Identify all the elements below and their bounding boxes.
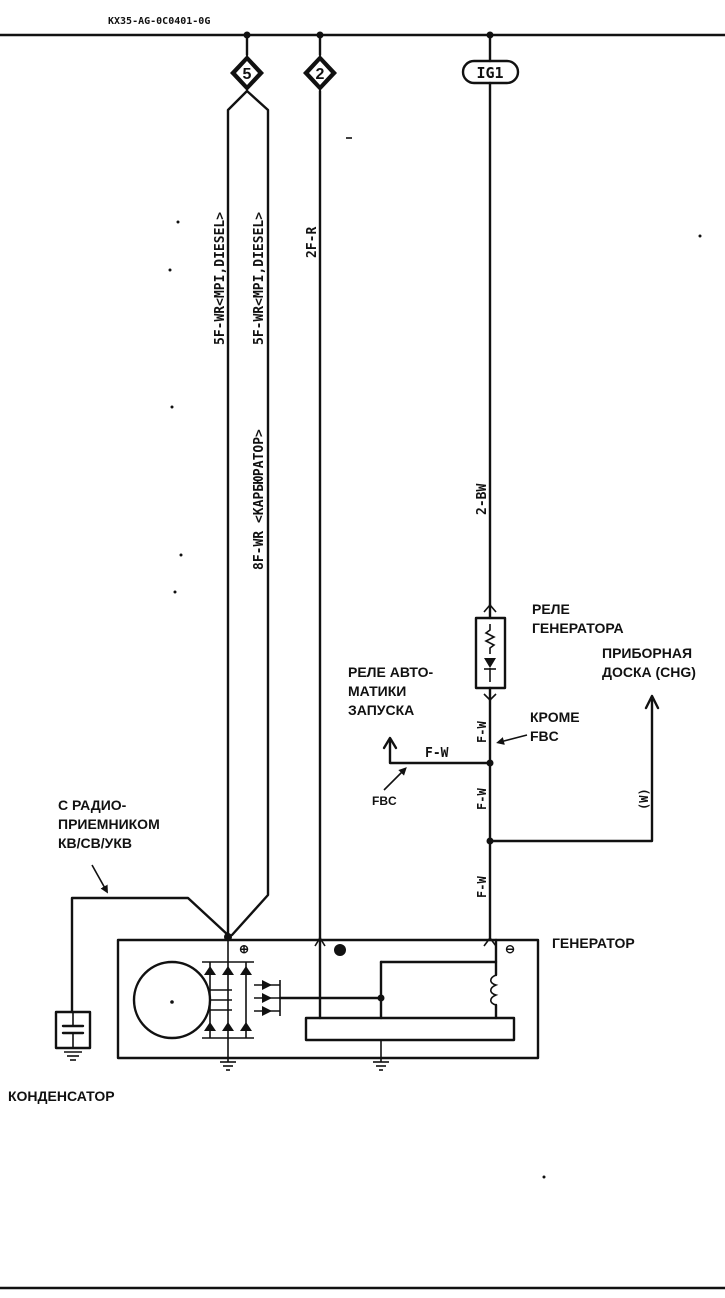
label-5f-wr-a: 5F-WR<MPI,DIESEL>	[213, 212, 228, 345]
label-generator: ГЕНЕРАТОР	[552, 935, 635, 951]
connector-5: 5	[230, 33, 264, 91]
generator-block: ⊕ ⊖	[116, 933, 540, 1071]
svg-text:IG1: IG1	[476, 64, 503, 82]
generator-relay	[474, 603, 507, 702]
connector-2: 2	[303, 33, 337, 91]
wire-5f-left	[226, 89, 249, 937]
label-fw-2: F-W	[475, 788, 489, 810]
label-fw-h: F-W	[425, 746, 449, 761]
wire-fw-branch	[388, 738, 492, 765]
label-condenser: КОНДЕНСАТОР	[8, 1088, 115, 1104]
label-relay-generator: РЕЛЕ ГЕНЕРАТОРА	[532, 601, 624, 636]
label-2-bw: 2-BW	[475, 484, 490, 515]
svg-text:⊕: ⊕	[239, 942, 249, 956]
label-autostart-relay: РЕЛЕ АВТО- МАТИКИ ЗАПУСКА	[348, 664, 437, 718]
wire-5f-right	[230, 89, 270, 937]
svg-text:5: 5	[243, 66, 252, 83]
label-2f-r: 2F-R	[305, 227, 320, 258]
label-fw-3: F-W	[475, 876, 489, 898]
label-except-fbc: КРОМЕ FBC	[530, 709, 583, 744]
svg-text:⊖: ⊖	[505, 942, 515, 956]
label-w: (W)	[637, 788, 651, 810]
label-fbc: FBC	[372, 794, 397, 808]
connector-ig1: IG1	[461, 33, 520, 85]
label-fw-1: F-W	[475, 721, 489, 743]
header-code: KX35-AG-0C0401-0G	[108, 16, 210, 27]
svg-text:2: 2	[316, 66, 325, 83]
condenser-symbol	[54, 1010, 92, 1061]
label-8f-wr: 8F-WR <КАРБЮРАТОР>	[252, 429, 267, 570]
wire-condenser	[70, 896, 230, 1014]
label-instrument-panel: ПРИБОРНАЯ ДОСКА (CHG)	[602, 645, 696, 680]
wire-w-panel	[488, 698, 654, 843]
label-5f-wr-b: 5F-WR<MPI,DIESEL>	[252, 212, 267, 345]
label-radio: С РАДИО- ПРИЕМНИКОМ КВ/СВ/УКВ	[58, 797, 164, 851]
